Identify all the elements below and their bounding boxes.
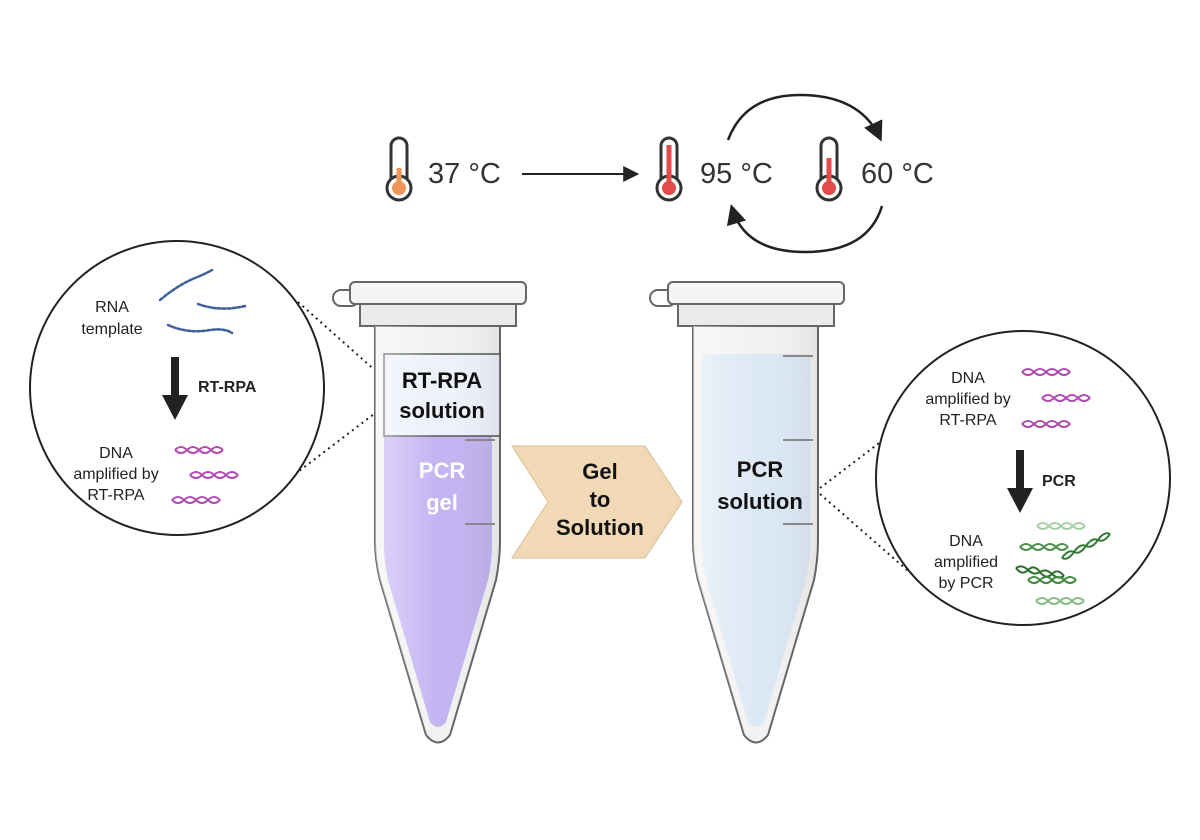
left-inset: RNA template RT-RPA DNA amplified by RT-… [29,240,396,536]
dna-label-line1: DNA [99,445,133,462]
pcr-gel-line2: gel [426,490,458,515]
dna-helix-icon [1021,368,1091,428]
dna-label-line3: RT-RPA [87,487,145,504]
pcr-solution-line1: PCR [737,457,784,482]
rna-label-line2: template [81,321,142,338]
thermometer-icon [815,136,843,202]
cycle-arrow-icon [726,93,884,254]
thermometer-37: 37 °C [385,136,501,202]
chevron-line2: to [590,487,611,512]
rt-rpa-dna-line3: RT-RPA [939,412,997,429]
temp-60-label: 60 °C [861,158,934,190]
rt-rpa-dna-line2: amplified by [925,391,1010,408]
chevron-line1: Gel [582,459,617,484]
temp-37-label: 37 °C [428,158,501,190]
rna-label-line1: RNA [95,299,129,316]
thermometer-60: 60 °C [815,136,934,202]
pcr-dna-line2: amplified [934,554,998,571]
rna-strand-icon [158,268,247,335]
chevron-line3: Solution [556,515,644,540]
thermometer-icon [655,136,683,202]
rt-rpa-solution-line1: RT-RPA [402,368,482,393]
pcr-step-label: PCR [1042,473,1076,490]
down-arrow-icon [162,357,188,420]
pcr-solution-line2: solution [717,489,803,514]
thermometer-icon [385,136,413,202]
zoom-line [289,397,396,479]
temp-95-label: 95 °C [700,158,773,190]
pcr-dna-line3: by PCR [938,575,993,592]
thermometer-95: 95 °C [655,136,773,202]
dna-label-line2: amplified by [73,466,158,483]
dna-helix-icon [171,446,239,504]
down-arrow-icon [1007,450,1033,513]
rt-rpa-dna-line1: DNA [951,370,985,387]
rt-rpa-step-label: RT-RPA [198,379,257,396]
gel-to-solution-chevron: Gel to Solution [511,445,683,559]
left-tube: RT-RPA solution PCR gel [332,281,527,744]
pcr-gel-line1: PCR [419,458,466,483]
dna-helix-icon [1015,522,1111,605]
right-inset: DNA amplified by RT-RPA PCR DNA amplifie… [819,330,1171,626]
pcr-dna-line1: DNA [949,533,983,550]
rt-rpa-solution-line2: solution [399,398,485,423]
right-tube: PCR solution [649,281,845,744]
